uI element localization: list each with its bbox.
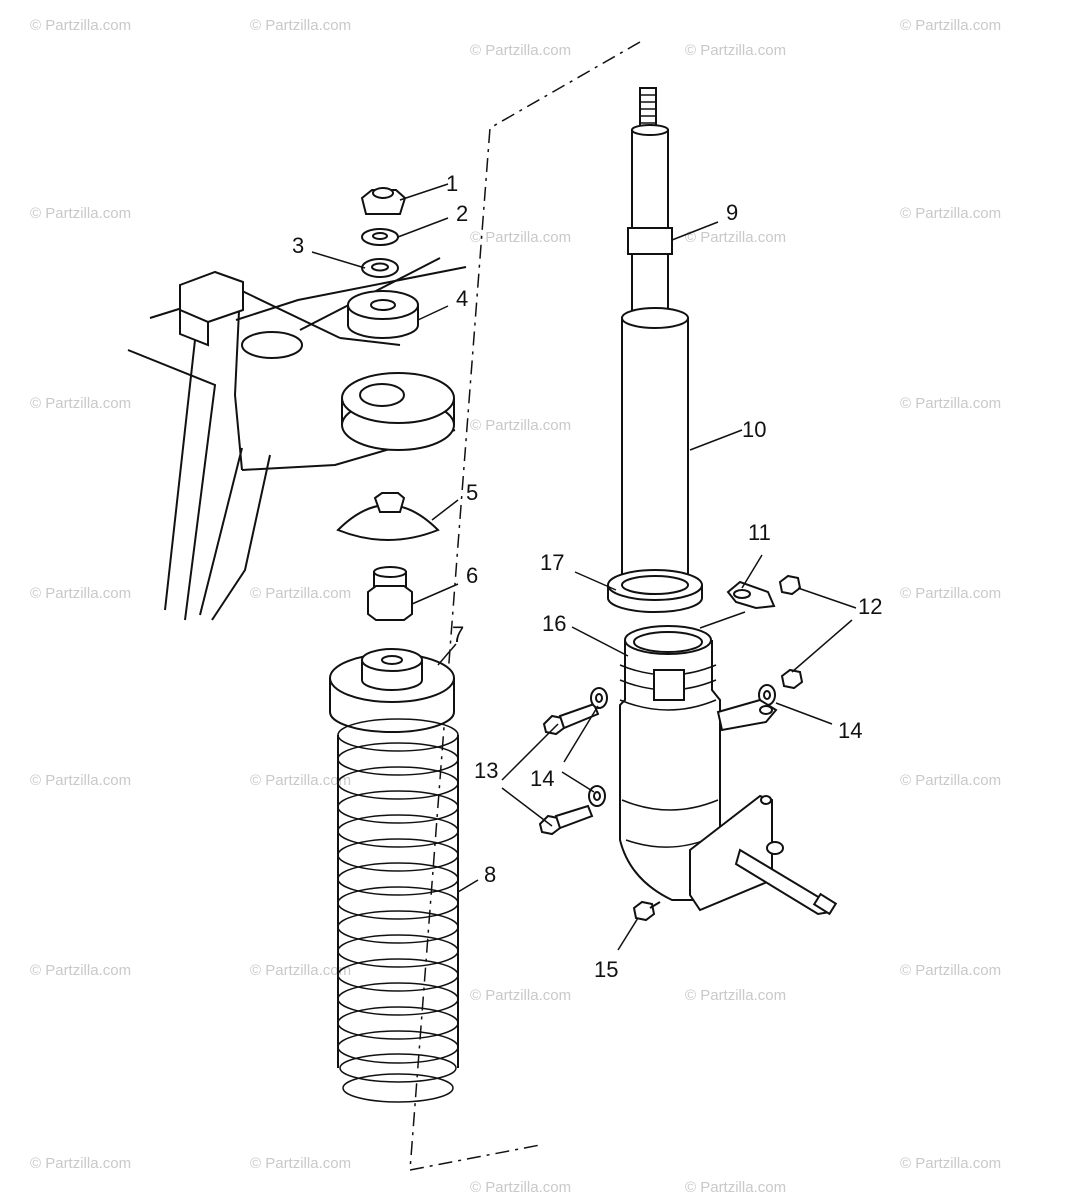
- coil-spring-8: [337, 718, 459, 1103]
- callout-labels: 1 2 3 4 5 6 7 8 9 10 11 12 13 14 14 15 1…: [292, 171, 882, 982]
- callout-2: 2: [456, 201, 468, 226]
- watermark: © Partzilla.com: [250, 772, 351, 789]
- watermark: © Partzilla.com: [900, 205, 1001, 222]
- callout-17: 17: [540, 550, 564, 575]
- hex-nut-1: [360, 187, 407, 215]
- bolt-13-lower: [538, 804, 594, 836]
- callout-3: 3: [292, 233, 304, 258]
- washer-14-upper: [590, 687, 608, 709]
- watermark: © Partzilla.com: [900, 17, 1001, 34]
- callout-14-right: 14: [838, 718, 862, 743]
- callout-13: 13: [474, 758, 498, 783]
- callout-6: 6: [466, 563, 478, 588]
- watermark: © Partzilla.com: [470, 229, 571, 246]
- frame-bracket: [127, 257, 467, 621]
- nut-12-lower: [780, 668, 804, 690]
- watermark: © Partzilla.com: [470, 42, 571, 59]
- callout-4: 4: [456, 286, 468, 311]
- watermark: © Partzilla.com: [685, 1179, 786, 1196]
- strut-shock-absorber: [607, 87, 703, 613]
- watermark: © Partzilla.com: [470, 987, 571, 1004]
- dust-cover-5: [336, 492, 440, 541]
- watermark: © Partzilla.com: [30, 395, 131, 412]
- watermark: © Partzilla.com: [685, 229, 786, 246]
- callout-15: 15: [594, 957, 618, 982]
- bolt-13-upper: [542, 702, 600, 736]
- callout-12: 12: [858, 594, 882, 619]
- watermark: © Partzilla.com: [250, 962, 351, 979]
- washer-14-lower: [588, 785, 606, 807]
- watermark: © Partzilla.com: [900, 1155, 1001, 1172]
- watermark: © Partzilla.com: [250, 17, 351, 34]
- watermark: © Partzilla.com: [30, 205, 131, 222]
- watermark: © Partzilla.com: [30, 962, 131, 979]
- bump-stop-6: [367, 566, 413, 621]
- watermark: © Partzilla.com: [30, 772, 131, 789]
- watermark: © Partzilla.com: [900, 772, 1001, 789]
- watermark: © Partzilla.com: [30, 1155, 131, 1172]
- callout-16: 16: [542, 611, 566, 636]
- watermark: © Partzilla.com: [685, 987, 786, 1004]
- callout-8: 8: [484, 862, 496, 887]
- washer-2: [361, 228, 399, 246]
- spring-seat-7: [329, 648, 455, 733]
- watermark: © Partzilla.com: [250, 585, 351, 602]
- watermark: © Partzilla.com: [900, 962, 1001, 979]
- callout-5: 5: [466, 480, 478, 505]
- watermark: © Partzilla.com: [470, 1179, 571, 1196]
- watermark: © Partzilla.com: [250, 1155, 351, 1172]
- watermark: © Partzilla.com: [30, 17, 131, 34]
- callout-7: 7: [452, 622, 464, 647]
- bushing-4: [347, 290, 419, 339]
- watermark: © Partzilla.com: [470, 417, 571, 434]
- watermark: © Partzilla.com: [685, 42, 786, 59]
- band-9: [627, 227, 673, 255]
- callout-9: 9: [726, 200, 738, 225]
- nut-12-upper: [778, 574, 802, 596]
- callout-10: 10: [742, 417, 766, 442]
- callout-11: 11: [748, 520, 771, 545]
- knuckle-housing-16: [619, 625, 838, 916]
- callout-1: 1: [446, 171, 458, 196]
- grease-fitting-15: [632, 900, 661, 922]
- watermark: © Partzilla.com: [900, 585, 1001, 602]
- watermark: © Partzilla.com: [30, 585, 131, 602]
- washer-3: [361, 258, 399, 278]
- clip-11: [726, 580, 776, 610]
- watermark-layer: © Partzilla.com © Partzilla.com © Partzi…: [30, 17, 1001, 1196]
- leader-lines: [311, 183, 857, 951]
- watermark: © Partzilla.com: [900, 395, 1001, 412]
- assembly-centerline: [409, 41, 641, 1171]
- callout-14-left: 14: [530, 766, 554, 791]
